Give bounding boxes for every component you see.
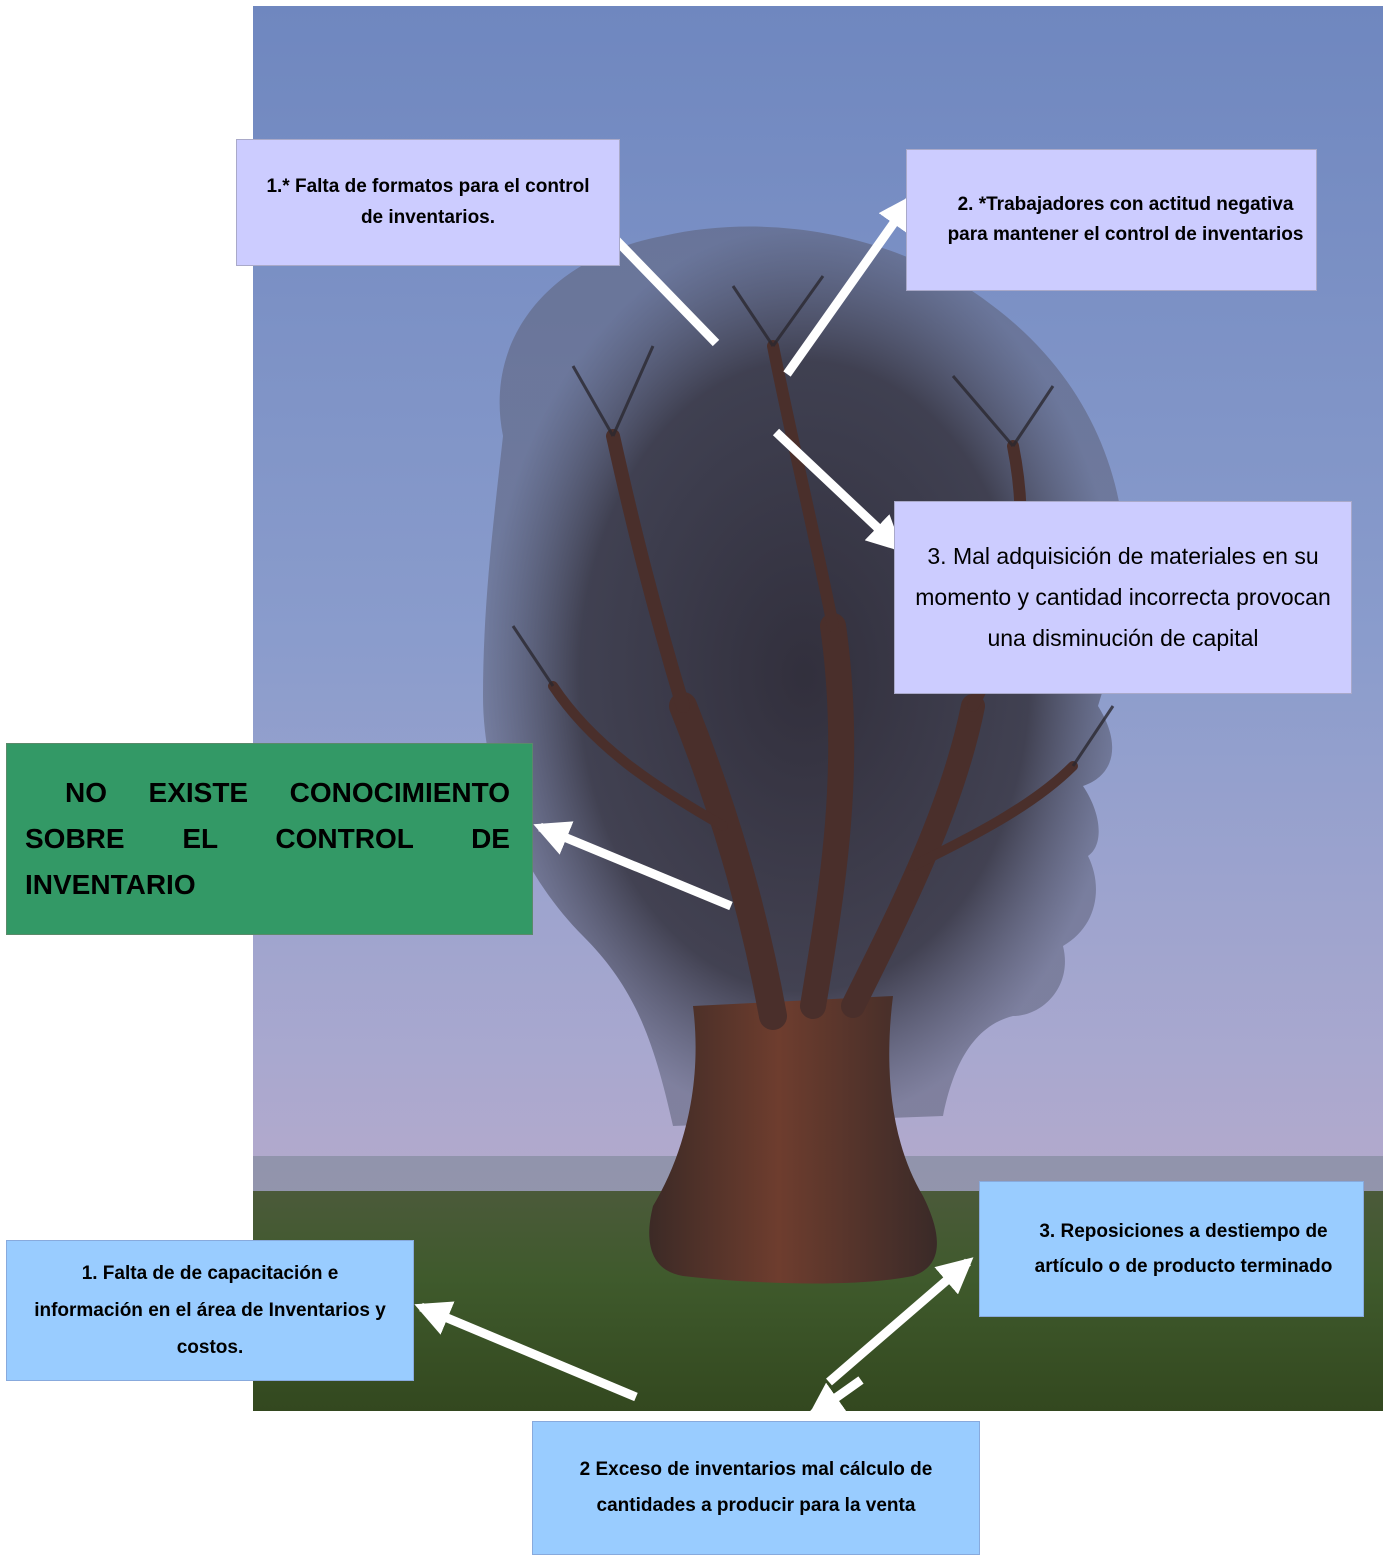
effect-text-3: 3. Mal adquisición de materiales en su m… [915,543,1331,651]
effect-box-3: 3. Mal adquisición de materiales en su m… [894,501,1352,694]
central-problem-box: NO EXISTE CONOCIMIENTO SOBRE EL CONTROL … [6,743,533,935]
cause-text-2: 2 Exceso de inventarios mal cálculo de c… [579,1458,933,1516]
effect-text-2: 2. *Trabajadores con actitud negativa pa… [947,193,1304,245]
cause-text-1: 1. Falta de de capacitación e informació… [34,1262,386,1359]
central-problem-text: NO EXISTE CONOCIMIENTO SOBRE EL CONTROL … [25,776,510,901]
cause-box-1: 1. Falta de de capacitación e informació… [6,1240,414,1381]
effect-text-1: 1.* Falta de formatos para el control de… [266,176,590,228]
cause-box-2: 2 Exceso de inventarios mal cálculo de c… [532,1421,980,1555]
cause-text-3: 3. Reposiciones a destiempo de artículo … [1034,1220,1333,1277]
effect-box-2: 2. *Trabajadores con actitud negativa pa… [906,149,1317,291]
cause-box-3: 3. Reposiciones a destiempo de artículo … [979,1181,1364,1317]
effect-box-1: 1.* Falta de formatos para el control de… [236,139,620,266]
